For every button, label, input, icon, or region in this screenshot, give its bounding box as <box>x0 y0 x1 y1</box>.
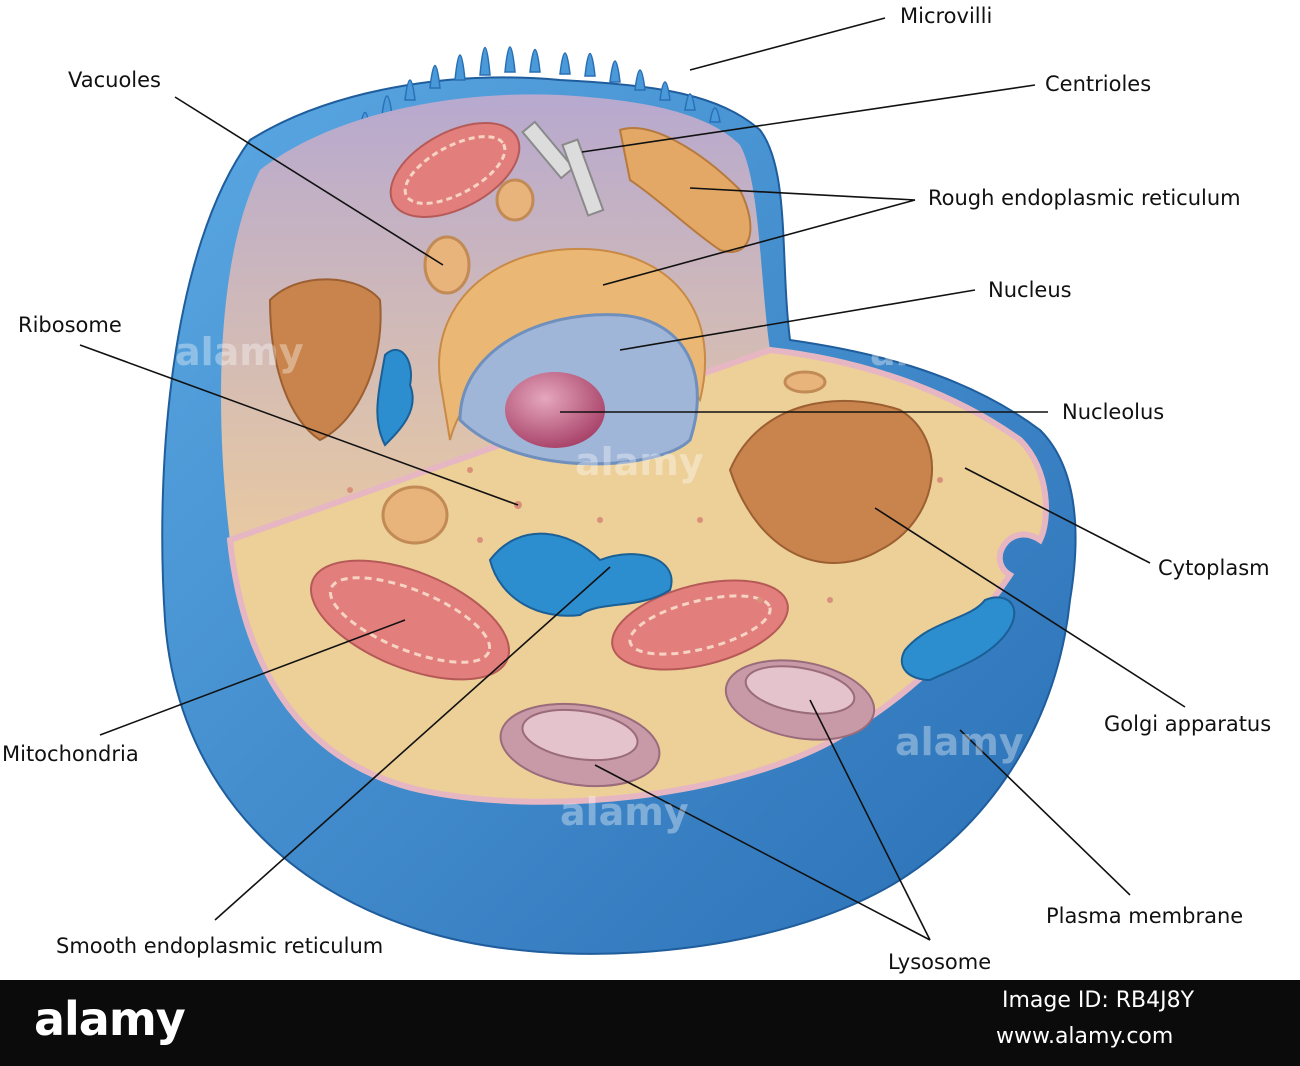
label-vacuoles: Vacuoles <box>68 68 162 92</box>
leader-lines <box>79 17 1186 941</box>
vacuole-shapes <box>381 178 827 545</box>
label-plasma-membrane: Plasma membrane <box>1046 904 1244 928</box>
golgi-right-shape <box>728 399 933 564</box>
watermark: alamy <box>870 330 999 374</box>
nucleolus-shape <box>505 372 605 448</box>
lysosome-shapes <box>499 659 876 788</box>
label-lysosome: Lysosome <box>888 950 992 974</box>
label-nucleus: Nucleus <box>988 278 1072 302</box>
watermark: alamy <box>560 790 689 834</box>
site-url-text: www.alamy.com <box>996 1024 1174 1049</box>
watermark: alamy <box>575 440 704 484</box>
cell-diagram: alamy alamy alamy alamy alamy Microvilli… <box>2 4 1272 974</box>
label-microvilli: Microvilli <box>900 4 993 28</box>
centriole-shapes <box>521 120 605 217</box>
label-nucleolus: Nucleolus <box>1062 400 1165 424</box>
label-rough-er: Rough endoplasmic reticulum <box>928 186 1241 210</box>
animal-cell-illustration <box>79 17 1186 955</box>
label-golgi-apparatus: Golgi apparatus <box>1104 712 1272 736</box>
smooth-er-shapes <box>376 348 1016 682</box>
mitochondria-shapes <box>309 122 789 681</box>
stock-footer: alamy Image ID: RB4J8Y www.alamy.com <box>0 980 1300 1066</box>
golgi-left-shape <box>268 278 382 442</box>
label-cytoplasm: Cytoplasm <box>1158 556 1270 580</box>
watermark: alamy <box>895 720 1024 764</box>
image-id-text: Image ID: RB4J8Y <box>1002 988 1195 1013</box>
label-centrioles: Centrioles <box>1045 72 1152 96</box>
watermark: alamy <box>175 330 304 374</box>
label-mitochondria: Mitochondria <box>2 742 139 766</box>
label-smooth-er: Smooth endoplasmic reticulum <box>56 934 384 958</box>
label-ribosome: Ribosome <box>18 313 122 337</box>
alamy-logo: alamy <box>34 992 186 1046</box>
